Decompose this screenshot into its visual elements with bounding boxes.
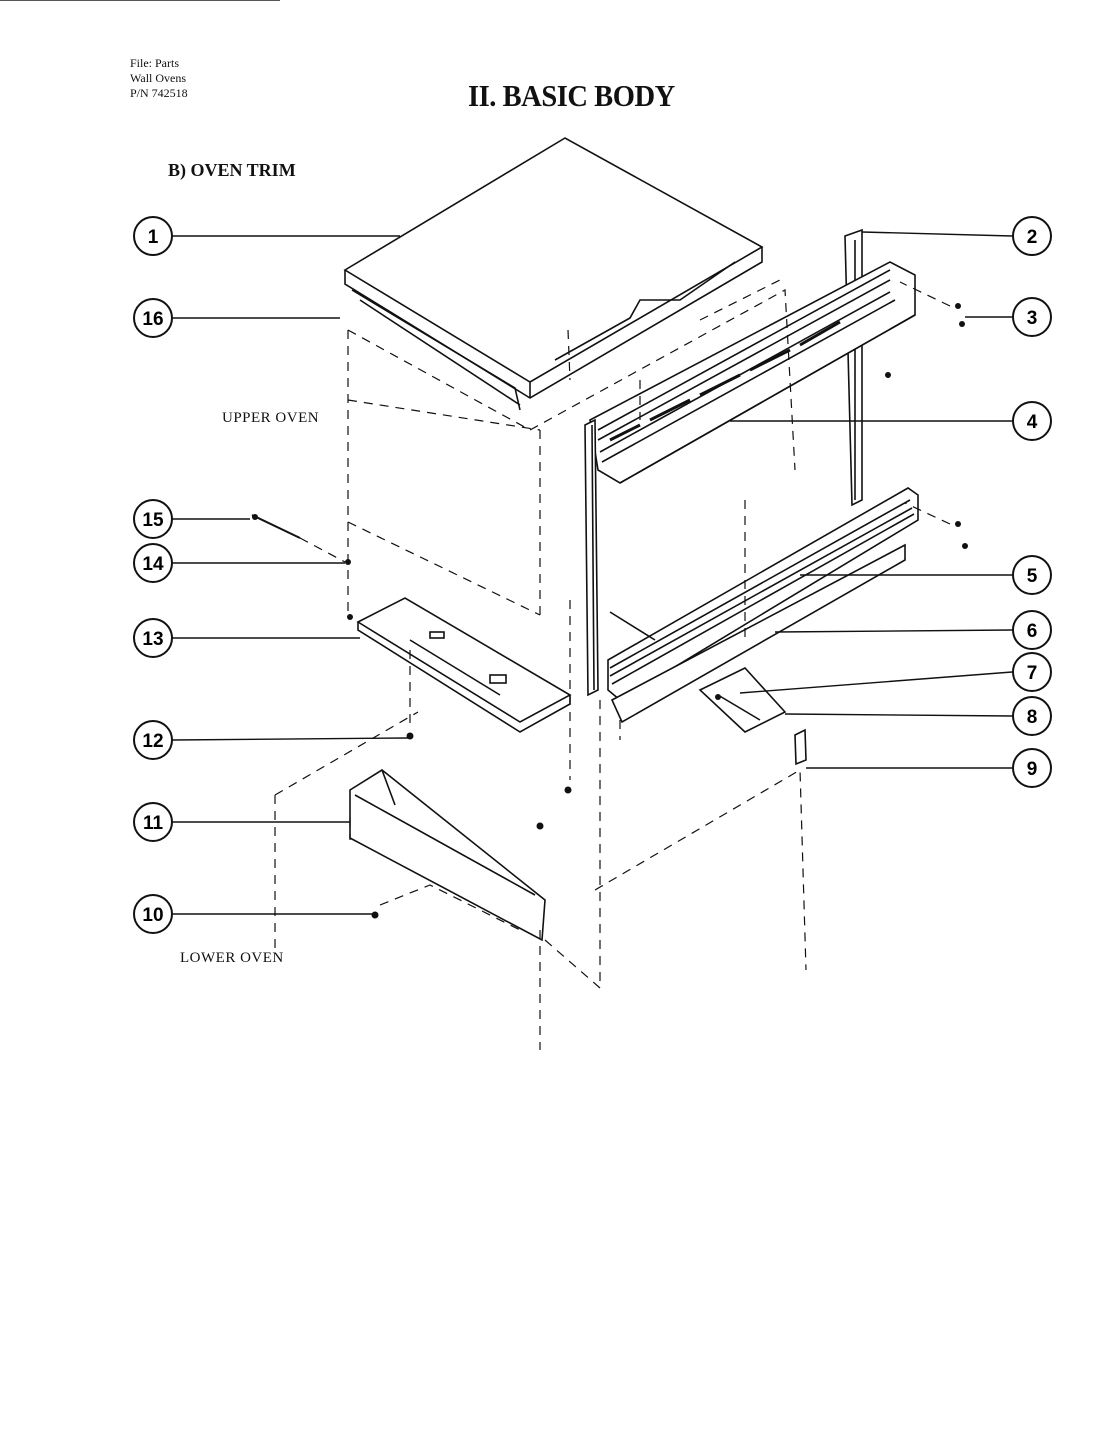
callout-12: 12 [133, 720, 173, 760]
section-title: B) OVEN TRIM [168, 160, 296, 180]
file-info: File: Parts Wall Ovens P/N 742518 [130, 56, 188, 101]
callout-number: 5 [1027, 566, 1038, 587]
callout-number: 6 [1027, 621, 1038, 642]
callout-number: 14 [142, 554, 164, 575]
callout-number: 4 [1027, 412, 1038, 433]
callout-number: 2 [1027, 227, 1038, 248]
part-left-vertical-trim [584, 418, 599, 697]
callout-number: 15 [142, 510, 164, 531]
callout-number: 10 [142, 905, 163, 926]
callout-16: 16 [133, 298, 173, 338]
callout-markers: 1 16 15 14 13 12 11 10 2 3 4 5 6 7 8 [133, 216, 1052, 934]
callout-2: 2 [1012, 216, 1052, 256]
callout-number: 12 [142, 731, 163, 752]
part-lower-vent-trim [607, 487, 919, 724]
dashed-cabinet [274, 279, 951, 1050]
part-upper-vent-trim [589, 261, 916, 484]
part-side-bracket [794, 728, 807, 766]
callout-5: 5 [1012, 555, 1052, 595]
part-top-panel [343, 137, 764, 411]
callout-number: 11 [143, 813, 164, 834]
file-line-3: P/N 742518 [130, 86, 188, 100]
callout-number: 8 [1027, 707, 1038, 728]
page-title: II. BASIC BODY [468, 78, 675, 113]
callout-9: 9 [1012, 748, 1052, 788]
callout-number: 1 [148, 227, 159, 248]
callout-14: 14 [133, 543, 173, 583]
callout-number: 9 [1027, 759, 1038, 780]
part-small-bracket [698, 667, 787, 733]
callout-13: 13 [133, 618, 173, 658]
part-long-screw [251, 514, 301, 539]
part-lower-front-panel [349, 769, 546, 942]
callout-number: 13 [142, 629, 163, 650]
callout-7: 7 [1012, 652, 1052, 692]
upper-oven-label: UPPER OVEN [222, 410, 320, 426]
lower-oven-label: LOWER OVEN [180, 950, 284, 966]
callout-3: 3 [1012, 297, 1052, 337]
callout-4: 4 [1012, 401, 1052, 441]
callout-8: 8 [1012, 696, 1052, 736]
file-line-2: Wall Ovens [130, 71, 187, 85]
callout-6: 6 [1012, 610, 1052, 650]
callout-11: 11 [133, 802, 173, 842]
callout-10: 10 [133, 894, 173, 934]
file-line-1: File: Parts [130, 56, 180, 70]
callout-number: 16 [142, 309, 163, 330]
callout-15: 15 [133, 499, 173, 539]
callout-number: 3 [1027, 308, 1038, 329]
top-rule [0, 0, 280, 1]
part-upper-trim-pan [356, 597, 572, 733]
part-right-bracket [844, 228, 863, 507]
callout-number: 7 [1027, 663, 1038, 684]
leader-lines [171, 231, 1013, 915]
callout-1: 1 [133, 216, 173, 256]
